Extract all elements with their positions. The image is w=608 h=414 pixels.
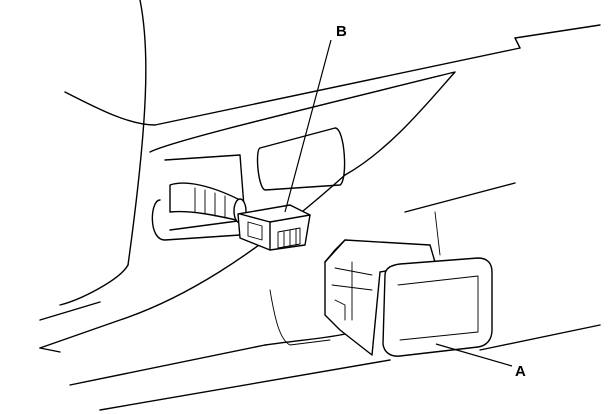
leader-line-b: [284, 39, 332, 213]
wire-harness: [169, 182, 247, 224]
callout-label-a: A: [515, 363, 526, 380]
switch-a: [324, 239, 493, 357]
leader-line-a: [435, 343, 513, 367]
dashboard-panel: [39, 0, 601, 411]
callout-label-b: B: [336, 23, 347, 40]
connector-b: [237, 204, 311, 251]
panel-opening: [151, 127, 346, 241]
